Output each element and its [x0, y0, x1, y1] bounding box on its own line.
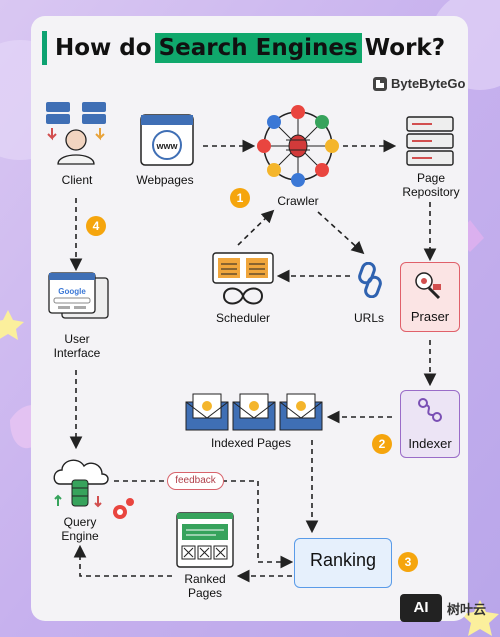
webpages-label: Webpages — [136, 173, 194, 187]
link-icon — [358, 262, 382, 298]
page-title: How do Search Engines Work? — [42, 28, 445, 68]
indexed-pages-label: Indexed Pages — [210, 436, 292, 450]
parser-icon — [415, 272, 441, 300]
urls-label: URLs — [353, 311, 384, 325]
praser-box — [400, 262, 460, 332]
step-badge-2: 2 — [372, 434, 392, 454]
client-icon — [46, 102, 106, 165]
step-badge-1: 1 — [230, 188, 250, 208]
server-icon — [406, 116, 454, 166]
browser-window-icon: Google — [48, 272, 109, 319]
envelope-1 — [185, 393, 229, 431]
query-engine-icon — [53, 459, 134, 519]
step-badge-3: 3 — [398, 552, 418, 572]
scheduler-icon — [212, 252, 274, 305]
feedback-label: feedback — [167, 472, 224, 490]
ranking-label: Ranking — [309, 550, 377, 570]
watermark-text: 树叶云 — [447, 601, 487, 617]
watermark-ai-badge: AI — [400, 594, 442, 622]
envelope-3 — [279, 393, 323, 431]
arrow-scheduler-crawler — [237, 209, 275, 246]
title-accent-bar — [42, 31, 47, 65]
watermark: AI 树叶云 — [400, 594, 486, 622]
client-label: Client — [61, 173, 93, 187]
indexer-box — [400, 390, 460, 458]
crawler-icon — [257, 105, 339, 187]
arrow-crawler-urls — [317, 211, 365, 255]
indexed-pages-icon — [185, 393, 323, 431]
bytebytego-logo-icon — [373, 76, 387, 91]
ranking-box — [294, 538, 392, 588]
webpage-icon: www — [140, 114, 194, 166]
indexer-label: Indexer — [408, 436, 452, 451]
ranked-pages-icon — [176, 512, 234, 568]
indexer-icon — [418, 398, 442, 422]
envelope-2 — [232, 393, 276, 431]
title-text-start: How do — [55, 35, 152, 61]
www-text: www — [155, 141, 178, 151]
scheduler-label: Scheduler — [215, 311, 271, 325]
brand-name: ByteByteGo — [391, 76, 466, 91]
step-badge-4: 4 — [86, 216, 106, 236]
arrow-rankedpages-queryengine — [73, 544, 172, 577]
title-text-end: Work? — [364, 35, 446, 61]
title-highlight: Search Engines — [154, 33, 362, 63]
praser-label: Praser — [410, 309, 450, 324]
crawler-label: Crawler — [277, 194, 319, 208]
google-text: Google — [58, 287, 86, 296]
brand-logo: ByteByteGo — [373, 76, 465, 91]
